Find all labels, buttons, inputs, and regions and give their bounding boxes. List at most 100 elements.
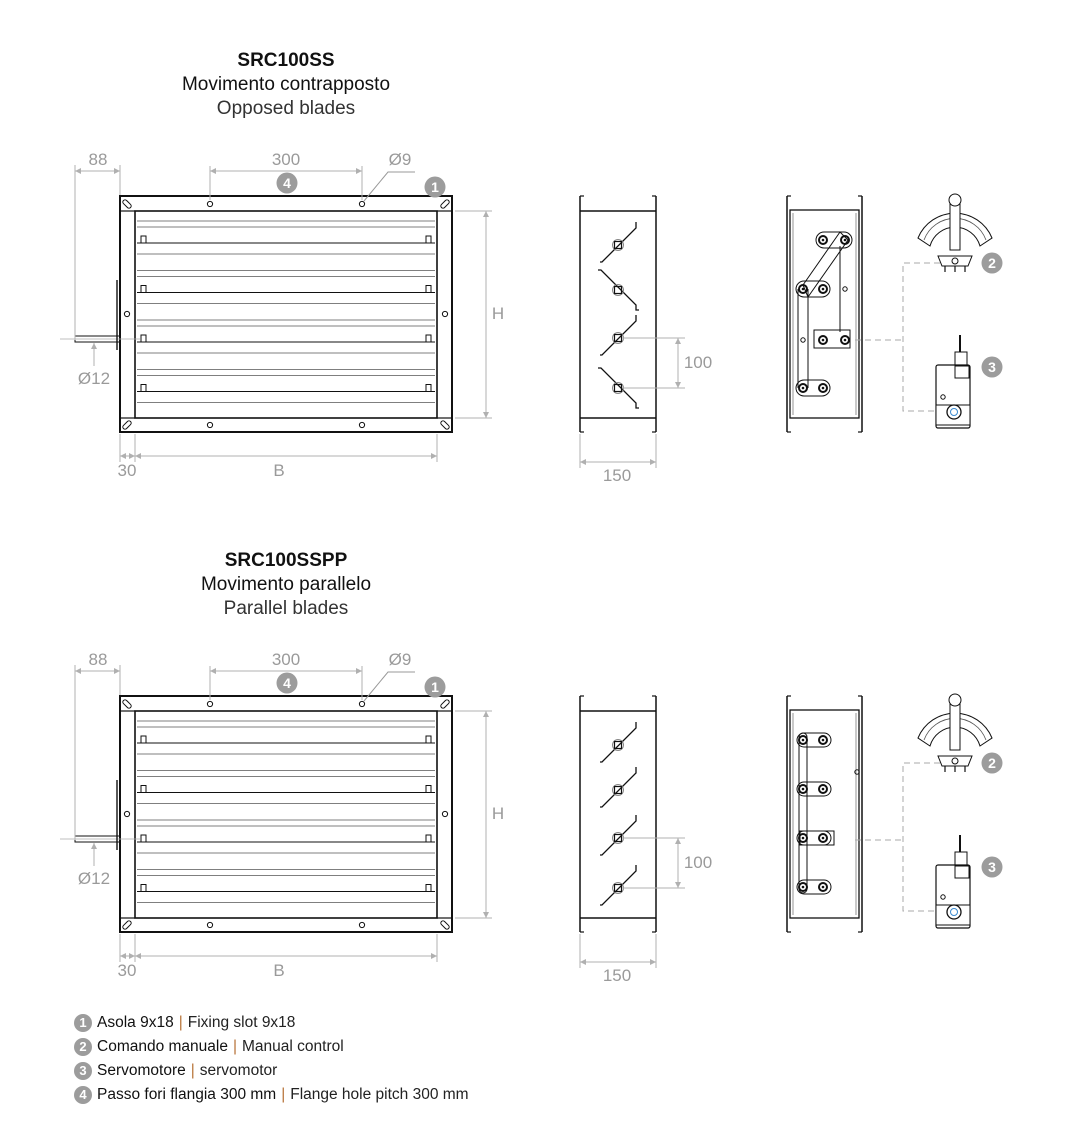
blade-profile [600, 222, 637, 263]
arrowhead [675, 338, 681, 388]
fixing-slot [122, 420, 132, 430]
dim-flange: 30 [118, 961, 137, 980]
blade-axle [613, 785, 623, 795]
linkage-pin-center [821, 738, 825, 742]
callout-number: 4 [283, 175, 291, 191]
dim-offset: 88 [89, 650, 108, 669]
linkage-pin [818, 284, 828, 294]
hole [854, 769, 860, 775]
dim-height: H [492, 804, 504, 823]
legend-label-it: Servomotore [97, 1062, 186, 1079]
frame-inner [134, 710, 438, 919]
handle [949, 699, 961, 751]
separator: | [232, 1038, 238, 1055]
drive-bracket [813, 329, 851, 349]
separator: | [178, 1014, 183, 1031]
title-english: Opposed blades [217, 98, 355, 119]
blade-axle [613, 240, 623, 250]
model-code: SRC100SSPP [225, 550, 348, 571]
linkage-pin-center [821, 287, 825, 291]
dim-height: H [492, 304, 504, 323]
separator: | [281, 1086, 286, 1103]
hole [358, 421, 366, 429]
linkage-pin [818, 335, 828, 345]
callout-badge: 1 [74, 1014, 92, 1032]
linkage-pin-center [801, 787, 805, 791]
blade-pivot [612, 784, 624, 796]
blade-profile [600, 767, 637, 808]
linkage-pin [818, 882, 828, 892]
callout-badge: 4 [276, 672, 298, 694]
callout-badge: 1 [424, 176, 446, 198]
callout-badge: 1 [424, 676, 446, 698]
dim-hole-pitch: 300 [272, 650, 300, 669]
linkage-pin-center [821, 338, 825, 342]
frame-outline [119, 195, 453, 433]
callout-badge: 2 [981, 752, 1003, 774]
callout-number: 2 [988, 255, 996, 271]
dim-shaft-diameter: Ø12 [78, 869, 110, 888]
callout-badge: 3 [981, 356, 1003, 378]
callout-badge: 2 [74, 1038, 92, 1056]
linkage-pin [840, 235, 850, 245]
hole [842, 286, 848, 292]
blade-bearing [425, 285, 432, 293]
callout-circle [981, 356, 1003, 378]
mounting-base [937, 255, 973, 267]
frame-inner [134, 210, 438, 419]
connection-line [902, 762, 940, 912]
blade-bearing [425, 785, 432, 793]
arrowhead [120, 953, 135, 959]
legend-label-en: servomotor [199, 1062, 278, 1079]
quadrant [917, 212, 993, 247]
base-hole [951, 257, 959, 265]
callout-number: 4 [283, 675, 291, 691]
blade-bearing [140, 334, 147, 343]
linkage-pin-center [843, 338, 847, 342]
handle-knob [948, 693, 962, 707]
linkage-view [786, 695, 940, 933]
dim-depth: 150 [603, 966, 631, 985]
linkage-pin [818, 833, 828, 843]
title-italian: Movimento contrapposto [182, 74, 390, 95]
linkage-pin [840, 335, 850, 345]
blade-pivot [612, 284, 624, 296]
fixing-slot [440, 420, 450, 430]
servomotor-icon [935, 335, 971, 429]
linkage-pin-center [801, 836, 805, 840]
linkage-pin-center [821, 885, 825, 889]
frame-outline [119, 695, 453, 933]
blade-bearing [140, 384, 147, 392]
shaft-hole [950, 408, 958, 416]
linkage-pin [798, 284, 808, 294]
dim-offset: 88 [89, 150, 108, 169]
hole [441, 310, 449, 318]
side-plate [789, 709, 860, 919]
linkage-pin [798, 383, 808, 393]
dim-blade-pitch: 100 [684, 353, 712, 372]
shaft-hole [950, 908, 958, 916]
hole [206, 200, 214, 208]
lever [796, 732, 832, 748]
blade-bearing [425, 834, 432, 843]
dim-depth: 150 [603, 466, 631, 485]
fixing-slot [440, 699, 450, 709]
linkage-pin-center [801, 738, 805, 742]
linkage-pin [798, 735, 808, 745]
dim-hole-diameter: Ø9 [389, 150, 412, 169]
legend-label-it: Comando manuale [97, 1038, 228, 1055]
callout-badge: 2 [981, 252, 1003, 274]
base-hole [951, 757, 959, 765]
blade-bearing [425, 235, 432, 244]
legend-label-en: Manual control [242, 1038, 344, 1055]
leader-line [363, 171, 415, 202]
connection-line [902, 262, 940, 412]
callout-number: 3 [988, 859, 996, 875]
linkage-pin-center [821, 787, 825, 791]
linkage-pin [798, 882, 808, 892]
mounting-base [937, 755, 973, 767]
blade-axle [613, 285, 623, 295]
